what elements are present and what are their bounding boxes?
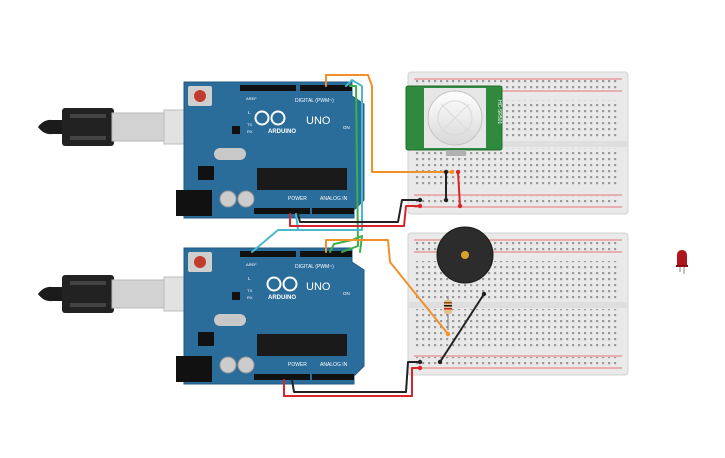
l-label: L	[248, 276, 251, 281]
wire-red-bottom[interactable]	[283, 367, 421, 397]
digital-label: DIGITAL (PWM~)	[295, 98, 334, 104]
piezo-buzzer[interactable]	[436, 226, 494, 284]
brand-label: ARDUINO	[268, 129, 296, 135]
rx-label: RX	[247, 295, 253, 300]
wire-cyan-left[interactable]	[295, 213, 299, 231]
wire-black-buzzer[interactable]	[439, 293, 485, 363]
on-label: ON	[343, 125, 350, 130]
on-label: ON	[343, 291, 350, 296]
wire-red-top[interactable]	[289, 205, 421, 227]
l-label: L	[248, 110, 251, 115]
aref-label: AREF	[246, 262, 257, 267]
tx-label: TX	[247, 122, 252, 127]
wire-orange-top[interactable]	[325, 74, 453, 173]
wire-red-pir[interactable]	[457, 171, 461, 207]
power-label: POWER	[288, 196, 307, 202]
wire-cyan-top[interactable]	[251, 79, 363, 253]
analog-label: ANALOG IN	[320, 362, 348, 368]
analog-label: ANALOG IN	[320, 196, 348, 202]
model-label: UNO	[306, 281, 331, 293]
wire-joints	[417, 169, 487, 371]
aref-label: AREF	[246, 96, 257, 101]
wire-orange-bottom[interactable]	[325, 239, 449, 335]
red-led[interactable]	[676, 250, 688, 274]
infinity-logo-icon	[266, 276, 298, 292]
wire-black-bottom[interactable]	[291, 361, 421, 393]
pir-sensor[interactable]: HC-SR501	[405, 85, 503, 156]
power-label: POWER	[288, 362, 307, 368]
resistor[interactable]	[444, 296, 452, 330]
model-label: UNO	[306, 115, 331, 127]
wire-green-top[interactable]	[341, 85, 359, 253]
pir-label: HC-SR501	[496, 100, 502, 124]
digital-label: DIGITAL (PWM~)	[295, 264, 334, 270]
wires	[251, 74, 485, 397]
infinity-logo-icon	[254, 110, 286, 126]
arduino-board-bottom[interactable]: DIGITAL (PWM~) AREF ARDUINO UNO ON L TX …	[176, 247, 365, 385]
arduino-board-top[interactable]: DIGITAL (PWM~) AREF ARDUINO UNO ON L TX …	[176, 81, 365, 219]
brand-label: ARDUINO	[268, 295, 296, 301]
rx-label: RX	[247, 129, 253, 134]
tx-label: TX	[247, 288, 252, 293]
wire-black-top[interactable]	[297, 199, 421, 223]
